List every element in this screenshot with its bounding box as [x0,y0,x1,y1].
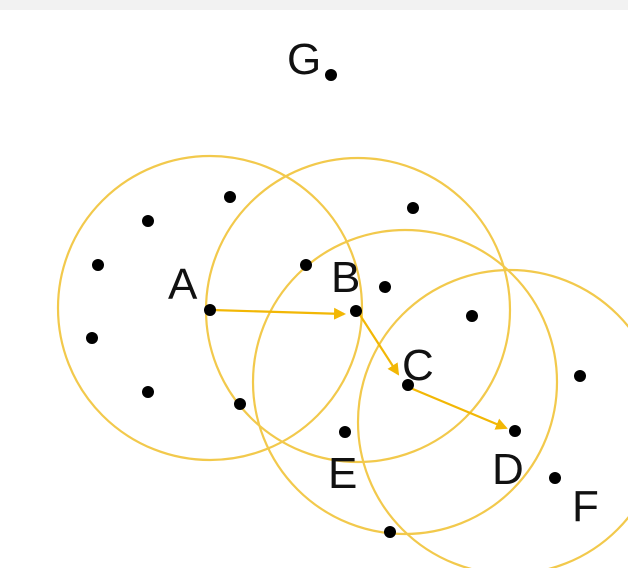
point [379,281,391,293]
point [466,310,478,322]
point [407,202,419,214]
label-c: C [402,341,434,390]
point-d [509,425,521,437]
point-c [402,379,414,391]
top-strip [0,0,628,10]
arrow-b-to-c [357,311,400,376]
point [86,332,98,344]
labels: G A B C E D F [168,35,599,531]
label-g: G [287,35,321,84]
point-a [204,304,216,316]
point-e [339,426,351,438]
arrow-c-to-d [407,385,508,430]
point [142,215,154,227]
point [574,370,586,382]
point [142,386,154,398]
points [86,69,586,538]
point-b [350,305,362,317]
circle-around-a [56,154,364,462]
circle-around-d [356,268,628,568]
point [384,526,396,538]
neighborhood-circles [56,154,628,568]
point-g [325,69,337,81]
point-f [549,472,561,484]
point [300,259,312,271]
point [224,191,236,203]
label-b: B [331,253,360,302]
point [234,398,246,410]
label-f: F [572,482,599,531]
arrow-a-to-b [211,307,346,320]
label-d: D [492,445,524,494]
circle-around-c [251,228,559,536]
label-a: A [168,260,198,309]
point [92,259,104,271]
arrows [211,307,508,430]
label-e: E [328,449,357,498]
